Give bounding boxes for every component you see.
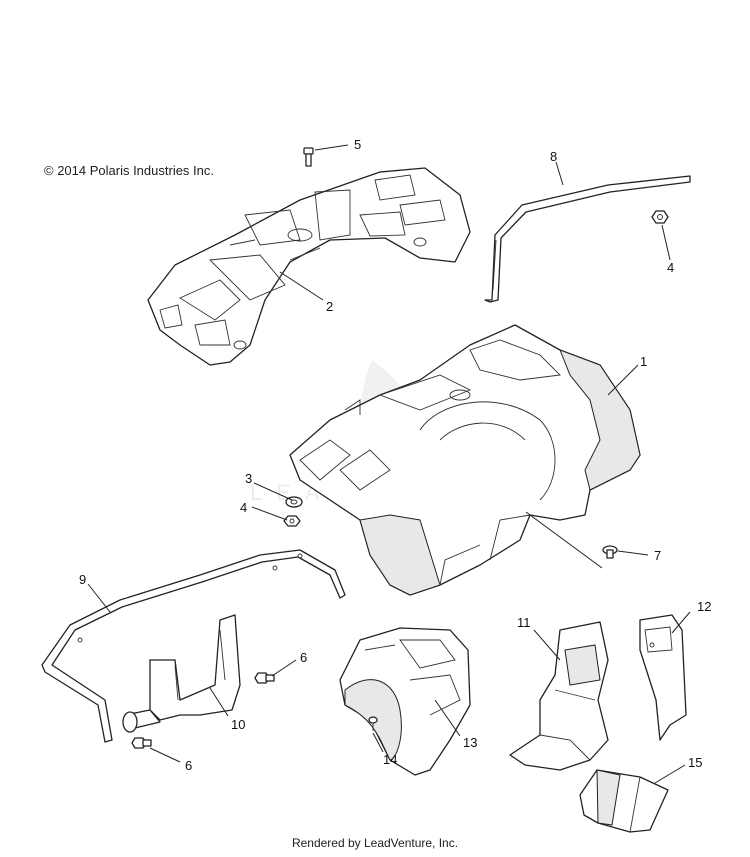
part-12-cover[interactable] (639, 614, 687, 741)
callout-8: 8 (550, 149, 557, 164)
part-8-brace-bar[interactable] (484, 175, 691, 303)
callout-14: 14 (383, 752, 397, 767)
callout-4-middle: 4 (240, 500, 247, 515)
part-6-bolt-upper[interactable] (254, 672, 275, 684)
part-9-bumper-tube[interactable] (41, 549, 346, 743)
part-13-side-panel[interactable] (339, 627, 471, 776)
callout-11: 11 (517, 615, 531, 630)
part-14-push-pin[interactable] (368, 716, 378, 731)
part-11-guard[interactable] (509, 621, 609, 771)
callout-12: 12 (697, 599, 711, 614)
callout-10: 10 (231, 717, 245, 732)
callout-13: 13 (463, 735, 477, 750)
part-10-bracket[interactable] (122, 614, 241, 733)
callout-15: 15 (688, 755, 702, 770)
part-4-nut-upper[interactable] (651, 210, 669, 224)
copyright-text: © 2014 Polaris Industries Inc. (44, 163, 214, 178)
callout-6-upper: 6 (300, 650, 307, 665)
leader-lines (87, 144, 691, 784)
callout-2: 2 (326, 299, 333, 314)
part-5-bolt[interactable] (303, 147, 314, 167)
part-1-rear-fender[interactable] (289, 324, 641, 596)
callout-9: 9 (79, 572, 86, 587)
callout-labels: 5 2 8 4 1 3 4 7 9 6 10 6 13 14 11 12 15 (79, 137, 711, 773)
callout-5: 5 (354, 137, 361, 152)
part-2-rear-rack[interactable] (147, 167, 471, 366)
callout-7: 7 (654, 548, 661, 563)
part-7-rivet[interactable] (602, 545, 618, 559)
callout-6-lower: 6 (185, 758, 192, 773)
part-15-panel[interactable] (579, 769, 669, 833)
callout-1: 1 (640, 354, 647, 369)
callout-4-upper: 4 (667, 260, 674, 275)
part-6-bolt-lower[interactable] (131, 737, 152, 749)
callout-3: 3 (245, 471, 252, 486)
footer-text: Rendered by LeadVenture, Inc. (291, 836, 459, 850)
part-4-nut-middle[interactable] (283, 515, 301, 527)
